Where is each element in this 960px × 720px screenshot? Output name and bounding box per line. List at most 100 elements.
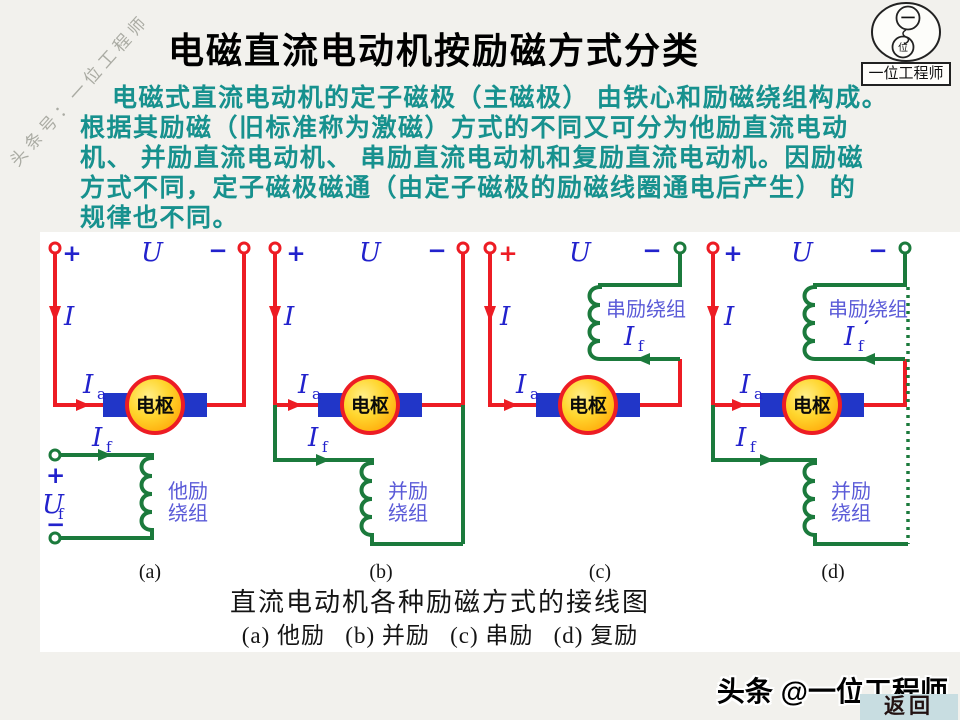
- logo-squiggle: [902, 29, 910, 45]
- field-winding-wire-green: [60, 453, 154, 540]
- logo-mark: 一 位: [871, 2, 941, 62]
- minus-label: −: [427, 240, 446, 264]
- winding-name-line2: 绕组: [831, 502, 871, 525]
- circuit-d: 电枢 + U − I I a 串励绕组 I f ′ I f 并励 绕组 (d): [706, 240, 912, 583]
- armature-current-sub: a: [530, 385, 539, 403]
- plus-label: +: [62, 241, 81, 267]
- armature-current-label: I: [297, 370, 309, 400]
- brush-block: [396, 393, 422, 417]
- logo-char-bottom: 位: [898, 41, 908, 54]
- series-winding-wire-green: [802, 253, 907, 361]
- circuit-b: 电枢 + U − I I a I f 并励 绕组 (b): [268, 240, 470, 583]
- plus-label: +: [498, 241, 517, 267]
- circuit-c: 电枢 + U − I I a 串励绕组 I f (c): [483, 240, 687, 583]
- minus-label: −: [642, 240, 661, 264]
- voltage-label: U: [141, 240, 164, 268]
- logo-bottom-circle: [891, 35, 915, 59]
- current-arrow-right-icon: [288, 399, 302, 411]
- current-arrow-down-icon: [49, 306, 61, 322]
- voltage-label: U: [359, 240, 382, 268]
- armature-circle: [782, 375, 842, 435]
- figure-caption: 直流电动机各种励磁方式的接线图: [229, 588, 650, 617]
- circuit-letter-label: (d): [821, 561, 844, 583]
- logo-top-circle: [895, 5, 921, 31]
- logo: 一 位 一位工程师: [854, 2, 958, 86]
- series-current-prime: ′: [864, 316, 869, 340]
- logo-outer-circle: [871, 2, 941, 62]
- logo-box-label: 一位工程师: [861, 62, 951, 86]
- paragraph-line: 规律也不同。: [80, 205, 240, 232]
- brush-block: [760, 393, 786, 417]
- logo-char-top: 一: [901, 10, 915, 26]
- wiring-diagrams-svg: 电枢 + U − I I a I f + U f − 他励 绕组 (a): [42, 240, 912, 583]
- brush-block: [614, 393, 640, 417]
- series-current-arrow-icon: [861, 353, 875, 365]
- field-current-sub: f: [750, 438, 757, 456]
- voltage-label: U: [791, 240, 814, 268]
- field-voltage-label: U: [42, 490, 65, 520]
- minus-label: −: [868, 240, 887, 264]
- brush-block: [838, 393, 864, 417]
- field-terminal-positive: [48, 448, 62, 462]
- plus-label: +: [723, 241, 742, 267]
- terminal-positive: [483, 241, 497, 255]
- field-current-label: I: [91, 423, 103, 453]
- series-current-sub: f: [858, 337, 865, 355]
- armature-label: 电枢: [569, 394, 607, 417]
- circuit-letter-label: (a): [139, 561, 161, 583]
- current-arrow-right-icon: [504, 399, 518, 411]
- field-winding-wire-green: [273, 405, 465, 546]
- current-I-label: I: [63, 302, 75, 332]
- field-current-sub: f: [638, 337, 645, 355]
- armature-label: 电枢: [351, 394, 389, 417]
- terminal-negative: [237, 241, 251, 255]
- field-current-sub: f: [106, 438, 113, 456]
- field-current-arrow-icon: [98, 449, 112, 461]
- current-arrow-down-icon: [269, 306, 281, 322]
- voltage-label: U: [569, 240, 592, 268]
- series-current-label: I: [843, 322, 855, 352]
- brush-block: [536, 393, 562, 417]
- armature-circle: [125, 375, 185, 435]
- terminal-negative: [456, 241, 470, 255]
- armature-label: 电枢: [793, 394, 831, 417]
- field-current-arrow-icon: [316, 454, 330, 466]
- terminal-positive: [48, 241, 62, 255]
- terminal-negative: [898, 241, 912, 255]
- field-current-arrow-icon: [636, 353, 650, 365]
- current-I-label: I: [499, 302, 511, 332]
- terminal-negative: [673, 241, 687, 255]
- circuit-letter-label: (b): [369, 561, 392, 583]
- armature-current-sub: a: [312, 385, 321, 403]
- winding-name-line2: 绕组: [168, 502, 208, 525]
- field-current-sub: f: [322, 438, 329, 456]
- circuit-a: 电枢 + U − I I a I f + U f − 他励 绕组 (a): [42, 240, 251, 583]
- series-winding-name: 串励绕组: [606, 298, 686, 321]
- back-button[interactable]: 返回: [860, 694, 958, 720]
- field-voltage-sub: f: [58, 505, 65, 523]
- figure-subcaption: (a) 他励 (b) 并励 (c) 串励 (d) 复励: [241, 623, 639, 648]
- terminal-positive: [706, 241, 720, 255]
- armature-current-label: I: [515, 370, 527, 400]
- shunt-winding-wire-green: [711, 405, 908, 546]
- series-winding-name: 串励绕组: [828, 298, 908, 321]
- armature-current-sub: a: [754, 385, 763, 403]
- field-current-label: I: [735, 423, 747, 453]
- brush-block: [103, 393, 129, 417]
- minus-label: −: [208, 240, 227, 264]
- current-arrow-down-icon: [484, 306, 496, 322]
- current-arrow-down-icon: [707, 306, 719, 322]
- current-arrow-right-icon: [76, 399, 90, 411]
- intro-paragraph: 电磁式直流电动机的定子磁极（主磁极） 由铁心和励磁绕组构成。 根据其励磁（旧标准…: [80, 84, 912, 234]
- paragraph-line: 根据其励磁（旧标准称为激磁）方式的不同又可分为他励直流电动: [80, 115, 849, 142]
- armature-current-label: I: [82, 370, 94, 400]
- diagram-panel: 电枢 + U − I I a I f + U f − 他励 绕组 (a): [40, 232, 960, 652]
- armature-circle: [558, 375, 618, 435]
- page-title: 电磁直流电动机按励磁方式分类: [168, 30, 701, 71]
- current-I-label: I: [283, 302, 295, 332]
- wire-red: [488, 253, 682, 407]
- paragraph-line: 方式不同，定子磁极磁通（由定子磁极的励磁线圈通电后产生） 的: [80, 175, 857, 202]
- armature-current-label: I: [739, 370, 751, 400]
- winding-name-line1: 并励: [831, 480, 871, 503]
